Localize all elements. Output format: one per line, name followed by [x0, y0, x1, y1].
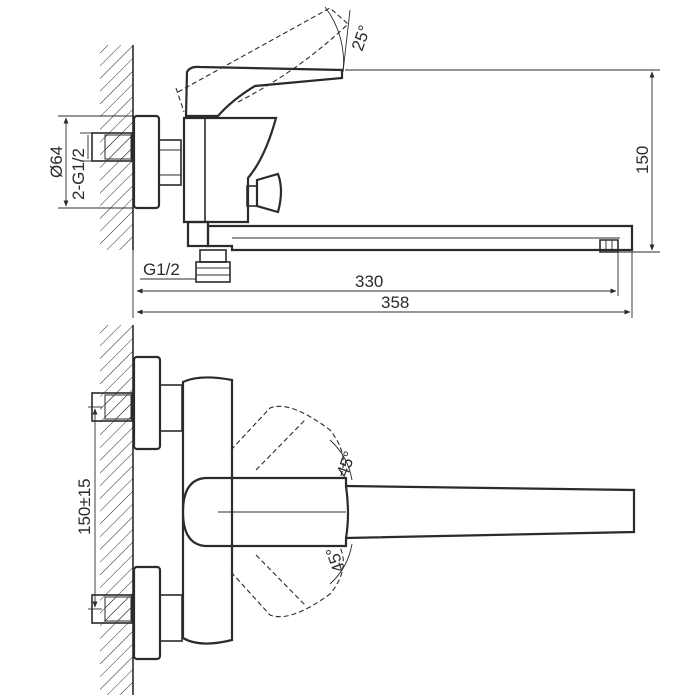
height-dimension: [345, 69, 660, 253]
length-dimensions: [132, 250, 633, 318]
inlet-spacing-label: 150±15: [75, 478, 94, 535]
overall-length-label: 358: [381, 293, 409, 312]
faucet-body-top: [181, 376, 234, 645]
top-view: 150±15 45° 45°: [75, 325, 636, 695]
lever-top: [345, 484, 636, 540]
wall-bottom: [100, 325, 134, 695]
inlet-spacing-dimension: [88, 406, 102, 610]
height-label: 150: [633, 146, 652, 174]
faucet-body-side: [182, 116, 278, 224]
inlet-fitting-upper: [91, 355, 183, 451]
wall-flange-top: [132, 114, 161, 210]
spout-side: [186, 220, 634, 253]
lever-rotated-dashed: [177, 7, 349, 103]
outlet-nut: [195, 249, 231, 283]
lever-angle-label: 25°: [348, 23, 375, 54]
diverter-knob: [246, 172, 283, 214]
flange-diameter-label: Ø64: [47, 146, 66, 178]
inlet-thread-label: 2-G1/2: [69, 148, 88, 200]
eccentric-connector-top: [158, 139, 182, 186]
swivel-range-dashed: [230, 405, 344, 618]
swivel-angle-upper-label: 45°: [333, 449, 360, 480]
inlet-fitting-top: [91, 132, 133, 162]
swivel-angle-lower-label: 45°: [322, 544, 349, 575]
outlet-thread-label: G1/2: [143, 260, 180, 279]
side-view: 25° Ø64 2-G1/2 150 G1/2 330 358: [47, 6, 660, 318]
spout-length-label: 330: [355, 272, 383, 291]
lever-side: [184, 65, 344, 118]
flange-dimension: [58, 115, 134, 209]
spout-top: [181, 476, 350, 548]
